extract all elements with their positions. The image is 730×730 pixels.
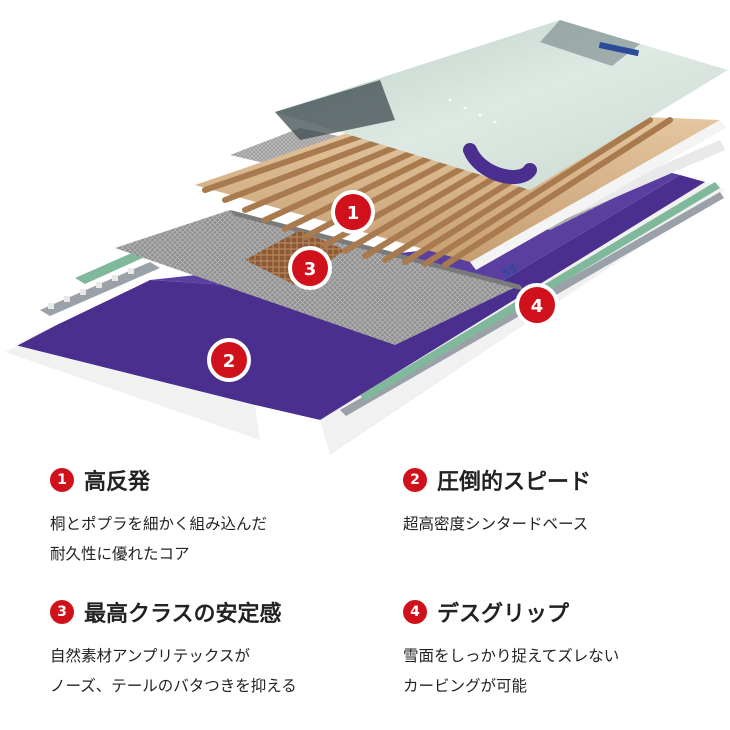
feature-3-line-1: 自然素材アンプリテックスが: [50, 647, 250, 665]
layer-marker-2: 2: [207, 338, 251, 382]
feature-1-line-2: 耐久性に優れたコア: [50, 545, 190, 563]
feature-3-title: 最高クラスの安定感: [84, 602, 282, 627]
feature-1-description: 桐とポプラを細かく組み込んだ 耐久性に優れたコア: [50, 509, 370, 569]
topsheet-layer: [275, 20, 728, 190]
feature-2-description: 超高密度シンタードベース: [403, 509, 723, 539]
feature-4-number-badge: 4: [403, 600, 427, 624]
feature-4-description: 雪面をしっかり捉えてズレない カービングが可能: [403, 641, 723, 701]
svg-text:2: 2: [223, 351, 236, 372]
feature-2: 2 圧倒的スピード 超高密度シンタードベース: [403, 465, 723, 539]
feature-1-title: 高反発: [84, 470, 151, 495]
svg-text:1: 1: [347, 203, 360, 224]
feature-1-number-badge: 1: [50, 468, 74, 492]
feature-3-line-2: ノーズ、テールのバタつきを抑える: [50, 677, 297, 695]
feature-1-header: 1 高反発: [50, 465, 370, 495]
feature-4-header: 4 デスグリップ: [403, 597, 723, 627]
feature-2-number-badge: 2: [403, 468, 427, 492]
snowboard-layer-illustration: 55 1 2 3: [5, 20, 728, 455]
svg-text:4: 4: [531, 296, 544, 317]
layer-marker-1: 1: [331, 190, 375, 234]
feature-4-line-2: カービングが可能: [403, 677, 528, 695]
feature-3: 3 最高クラスの安定感 自然素材アンプリテックスが ノーズ、テールのバタつきを抑…: [50, 597, 370, 701]
feature-4-title: デスグリップ: [437, 602, 570, 627]
feature-1: 1 高反発 桐とポプラを細かく組み込んだ 耐久性に優れたコア: [50, 465, 370, 569]
feature-2-title: 圧倒的スピード: [437, 470, 592, 495]
feature-2-header: 2 圧倒的スピード: [403, 465, 723, 495]
feature-3-header: 3 最高クラスの安定感: [50, 597, 370, 627]
layer-marker-4: 4: [515, 283, 559, 327]
svg-text:3: 3: [304, 259, 317, 280]
feature-2-line-1: 超高密度シンタードベース: [403, 515, 589, 533]
feature-3-description: 自然素材アンプリテックスが ノーズ、テールのバタつきを抑える: [50, 641, 370, 701]
layer-marker-3: 3: [288, 246, 332, 290]
feature-4-line-1: 雪面をしっかり捉えてズレない: [403, 647, 620, 665]
feature-3-number-badge: 3: [50, 600, 74, 624]
feature-1-line-1: 桐とポプラを細かく組み込んだ: [50, 515, 268, 533]
feature-4: 4 デスグリップ 雪面をしっかり捉えてズレない カービングが可能: [403, 597, 723, 701]
